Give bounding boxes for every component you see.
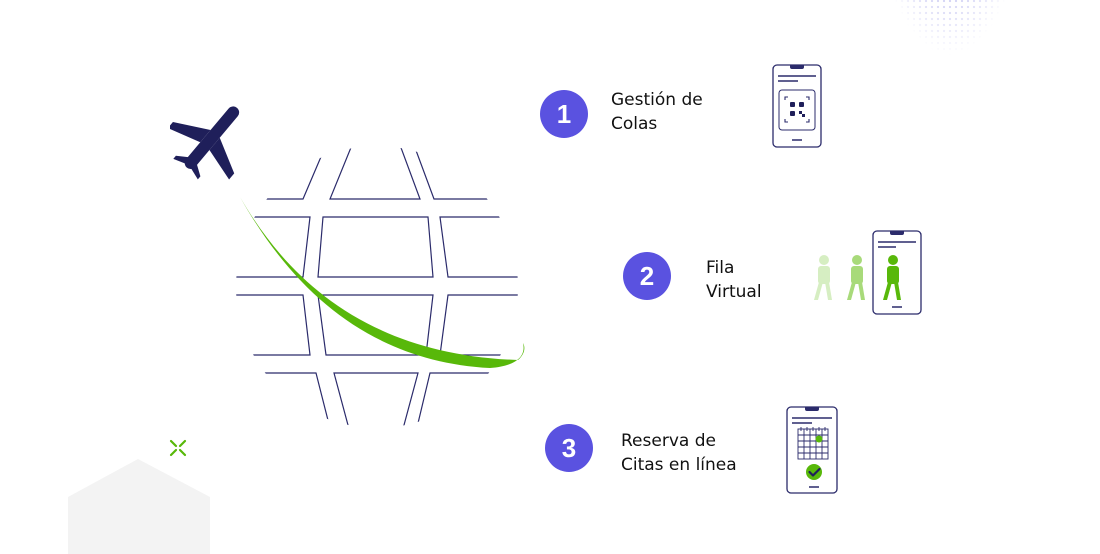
- phone-virtual-queue-people-icon: [814, 230, 922, 315]
- step-2-label: Fila Virtual: [706, 256, 762, 304]
- green-swoosh: [240, 197, 525, 368]
- step-2-number-badge: 2: [623, 252, 671, 300]
- phone-calendar-check-icon: [786, 406, 838, 494]
- step-3-number-badge: 3: [545, 424, 593, 472]
- person-light-icon: [814, 255, 832, 300]
- step-1-label: Gestión de Colas: [611, 88, 703, 136]
- step-1-number-badge: 1: [540, 90, 588, 138]
- check-circle-icon: [806, 464, 822, 480]
- step-2-label-line1: Fila: [706, 258, 735, 278]
- globe-icon: [236, 146, 525, 428]
- phone-qr-code-icon: [772, 64, 822, 148]
- house-shape-decoration: [68, 459, 210, 554]
- step-1-label-line1: Gestión de: [611, 90, 703, 110]
- person-green-icon: [883, 255, 901, 300]
- dotted-half-circle-decoration: [875, 0, 1025, 55]
- airplane-icon: [170, 106, 240, 180]
- cross-icon: [169, 439, 187, 457]
- step-3-label-line1: Reserva de: [621, 431, 716, 451]
- person-mid-icon: [847, 255, 865, 300]
- step-1-label-line2: Colas: [611, 114, 658, 134]
- calendar-grid-icon: [797, 427, 829, 460]
- step-2-label-line2: Virtual: [706, 282, 762, 302]
- step-3-label: Reserva de Citas en línea: [621, 429, 737, 477]
- step-3-label-line2: Citas en línea: [621, 455, 737, 475]
